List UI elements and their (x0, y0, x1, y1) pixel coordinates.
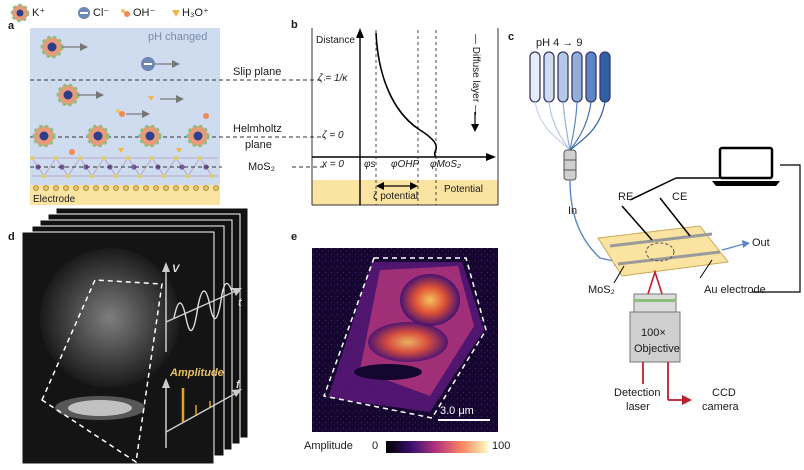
in-label: In (568, 205, 578, 217)
phi-s-label: φs (364, 159, 376, 170)
ce-label: CE (672, 191, 688, 203)
legend-h3o: H₃O⁺ (182, 7, 209, 19)
tubing (534, 101, 606, 151)
re-label: RE (618, 191, 634, 203)
v-axis-label: V (172, 263, 180, 275)
panel-label-b: b (291, 19, 298, 31)
panel-b (311, 28, 499, 206)
panel-a (30, 28, 325, 205)
camera-label: camera (702, 401, 739, 413)
t-axis-label: t (238, 297, 242, 309)
f-axis-label: f (236, 379, 240, 391)
amplitude-axis-label: Amplitude (170, 367, 224, 379)
colorbar (386, 441, 488, 453)
ccd-label: CCD (712, 387, 736, 399)
panel-c (529, 51, 801, 405)
panel-d (21, 207, 249, 465)
colorbar-title: Amplitude (304, 440, 353, 452)
time-signal (173, 282, 233, 332)
mos2-label-a: MoS₂ (248, 161, 275, 173)
zeta-zero-label: ζ = 0 (322, 130, 344, 141)
potential-curve (375, 32, 438, 158)
out-label: Out (752, 237, 770, 249)
legend-icons (10, 3, 180, 23)
electrode-charges (33, 185, 219, 191)
distance-label: Distance (316, 35, 355, 46)
objective-mag-label: 100× (641, 327, 666, 339)
legend-oh: OH⁻ (133, 7, 156, 19)
laptop-icon (712, 146, 780, 186)
syringe-bank (529, 51, 611, 103)
ion-motion-arrows (62, 43, 184, 118)
diffuse-layer-label: — Diffuse layer — (470, 34, 481, 115)
flake-outline (41, 279, 163, 464)
panel-e (312, 248, 498, 453)
x-zero-label: x = 0 (322, 159, 344, 170)
inlet-tube (569, 179, 619, 263)
mixer (563, 149, 577, 181)
oh-h3o-ions (69, 96, 209, 155)
panel-label-c: c (508, 31, 515, 43)
phi-ohp-label: φOHP (391, 159, 420, 170)
panel-label-e: e (291, 231, 298, 243)
colorbar-min: 0 (372, 440, 379, 452)
ph-changed-label: pH changed (148, 31, 208, 43)
zeta-potential-label: ζ potential (373, 191, 418, 202)
colorbar-max: 100 (492, 440, 511, 452)
objective-lens (629, 293, 681, 363)
panel-label-a: a (8, 20, 15, 32)
legend-cl: Cl⁻ (93, 7, 110, 19)
cl-ion (141, 57, 155, 71)
phi-mos2-label: φMoS₂ (430, 159, 461, 170)
scale-bar-label: 3.0 μm (440, 405, 474, 417)
panel-label-d: d (8, 231, 15, 243)
objective-label: Objective (634, 343, 680, 355)
legend-k: K⁺ (32, 7, 46, 19)
au-electrode-label: Au electrode (704, 284, 766, 296)
laser-beam (647, 269, 663, 295)
helmholtz-plane-label: plane (245, 139, 272, 151)
zeta-kappa-label: ζ = 1/κ (318, 73, 348, 84)
helmholtz-label: Helmholtz (233, 123, 282, 135)
detection-label: Detection (614, 387, 661, 399)
solution-region (30, 28, 220, 185)
mos2-label-c: MoS₂ (588, 284, 615, 296)
potential-label: Potential (444, 184, 483, 195)
ph-range-label: pH 4 → 9 (536, 37, 583, 49)
flake-outline-e (322, 257, 487, 419)
electrode-label: Electrode (33, 194, 76, 205)
slip-plane-label: Slip plane (233, 66, 282, 78)
laser-label: laser (626, 401, 650, 413)
